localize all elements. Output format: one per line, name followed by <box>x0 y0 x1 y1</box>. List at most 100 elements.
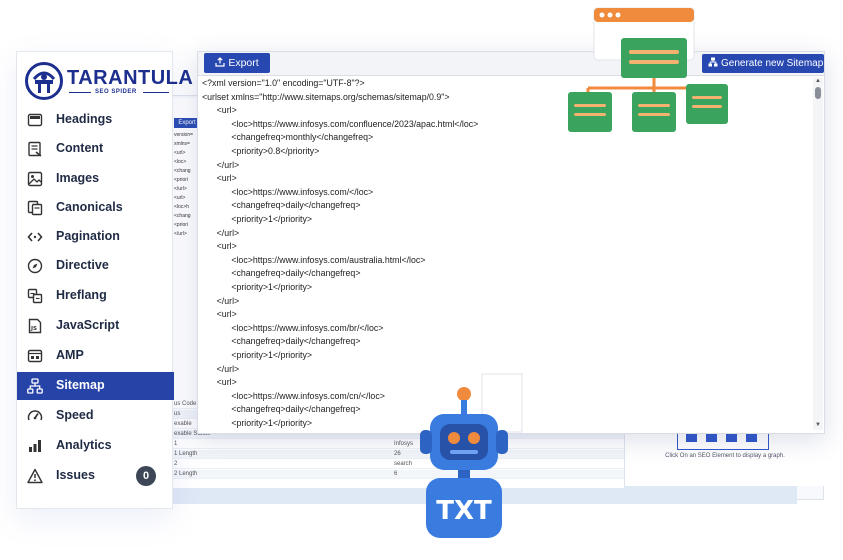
sitemap-xml-code[interactable]: <?xml version="1.0" encoding="UTF-8"?> <u… <box>202 78 812 430</box>
scrollbar-thumb[interactable] <box>815 87 821 99</box>
table-cell: exable <box>174 421 192 427</box>
svg-text:JS: JS <box>30 326 37 332</box>
sidebar-item-label: AMP <box>56 348 84 362</box>
code-line: <loc>https://www.infosys.com/</loc> <box>202 186 374 197</box>
table-cell: 26 <box>394 451 401 457</box>
generate-sitemap-label: Generate new Sitemap <box>721 58 824 69</box>
table-cell: 2 Length <box>174 471 198 477</box>
background-graph-panel: Click On an SEO Element to display a gra… <box>624 430 824 486</box>
speed-icon <box>27 408 43 424</box>
background-code-fragment: <chang <box>174 213 191 219</box>
sidebar-item-content[interactable]: Content <box>17 135 174 163</box>
code-line: <loc>https://www.infosys.com/confluence/… <box>202 118 479 129</box>
background-code-fragment: <priori <box>174 177 189 183</box>
background-code-fragment: <loc> <box>174 159 187 165</box>
sidebar-item-amp[interactable]: AMP <box>17 342 174 370</box>
sidebar-item-label: Images <box>56 171 100 185</box>
sitemap-icon <box>27 378 43 394</box>
graph-bar <box>746 432 757 442</box>
directive-icon <box>27 258 43 274</box>
sidebar-item-label: Hreflang <box>56 288 107 302</box>
spider-logo-icon <box>25 62 63 100</box>
code-line: <priority>0.8</priority> <box>202 146 320 156</box>
background-code-fragment: xmlns= <box>174 141 190 147</box>
table-cell: us Code <box>174 401 197 407</box>
sidebar-item-speed[interactable]: Speed <box>17 402 174 430</box>
code-line: <priority>1</priority> <box>202 282 313 292</box>
code-line: <changefreq>monthly</changefreq> <box>202 132 374 143</box>
table-cell: search <box>394 461 413 467</box>
generate-sitemap-button[interactable]: Generate new Sitemap <box>702 54 824 73</box>
table-row: 2 Length 6 <box>172 470 624 479</box>
code-line: <urlset xmlns="http://www.sitemaps.org/s… <box>202 91 450 102</box>
graph-placeholder <box>677 430 769 450</box>
sidebar-item-images[interactable]: Images <box>17 165 174 193</box>
graph-bar <box>706 432 717 442</box>
sidebar-item-label: Sitemap <box>56 378 105 392</box>
graph-bar <box>686 432 697 442</box>
code-line: <changefreq>daily</changefreq> <box>202 336 361 347</box>
sidebar-item-canonicals[interactable]: Canonicals <box>17 194 174 222</box>
code-line: </url> <box>202 227 240 238</box>
sidebar-item-label: Headings <box>56 112 113 126</box>
issues-count-badge: 0 <box>136 466 156 486</box>
sidebar-item-label: JavaScript <box>56 318 120 332</box>
logo-divider <box>143 92 169 93</box>
code-line: <changefreq>daily</changefreq> <box>202 200 361 211</box>
table-row: exable Status <box>172 430 624 439</box>
code-line: <url> <box>202 173 237 184</box>
content-icon <box>27 141 43 157</box>
sidebar-item-label: Pagination <box>56 229 120 243</box>
sitemap-tree-illustration-icon <box>568 7 728 132</box>
sitemap-icon <box>708 57 718 67</box>
sidebar-item-javascript[interactable]: JS JavaScript <box>17 312 174 340</box>
code-line: <priority>1</priority> <box>202 214 313 224</box>
code-line: <url> <box>202 105 237 116</box>
sidebar-item-issues[interactable]: Issues 0 <box>17 462 174 490</box>
background-code-column: Export version=xmlns=<url><loc><chang<pr… <box>172 98 200 398</box>
logo-subtitle: SEO SPIDER <box>95 89 137 95</box>
sidebar-item-label: Speed <box>56 408 94 422</box>
code-line: <url> <box>202 377 237 388</box>
canonicals-icon <box>27 200 43 216</box>
robots-txt-illustration-icon: TXT <box>420 373 523 538</box>
sidebar-item-pagination[interactable]: Pagination <box>17 223 174 251</box>
code-line: <?xml version="1.0" encoding="UTF-8"?> <box>202 78 365 88</box>
code-line: <loc>https://www.infosys.com/cn/</loc> <box>202 390 385 401</box>
sidebar-item-hreflang[interactable]: Hreflang <box>17 282 174 310</box>
background-code-fragment: <priori <box>174 222 189 228</box>
background-code-fragment: version= <box>174 132 194 138</box>
code-line: <url> <box>202 241 237 252</box>
sidebar-item-directive[interactable]: Directive <box>17 252 174 280</box>
logo-divider <box>69 92 91 93</box>
sitemap-toolbar: Export Generate new Sitemap <box>198 52 824 76</box>
table-cell: exable Status <box>174 431 211 437</box>
table-cell: 6 <box>394 471 398 477</box>
export-icon <box>215 57 225 67</box>
pagination-icon <box>27 229 43 245</box>
sidebar-item-label: Directive <box>56 258 109 272</box>
background-code-fragment: <url> <box>174 195 186 201</box>
code-line: <loc>https://www.infosys.com/br/</loc> <box>202 322 384 333</box>
code-line: </url> <box>202 363 240 374</box>
sidebar-item-sitemap[interactable]: Sitemap <box>17 372 174 400</box>
sidebar-item-analytics[interactable]: Analytics <box>17 432 174 460</box>
sidebar-item-headings[interactable]: Headings <box>17 106 174 134</box>
table-cell: Infosys <box>394 441 414 447</box>
sidebar-item-label: Canonicals <box>56 200 123 214</box>
headings-icon <box>27 112 43 128</box>
images-icon <box>27 171 43 187</box>
scroll-down-arrow-icon[interactable]: ▼ <box>815 422 821 428</box>
warning-icon <box>27 468 43 484</box>
amp-icon <box>27 348 43 364</box>
code-line: </url> <box>202 295 240 306</box>
code-line: <changefreq>daily</changefreq> <box>202 404 361 415</box>
vertical-scrollbar[interactable]: ▲ ▼ <box>813 78 823 430</box>
sidebar-item-label: Issues <box>56 468 95 482</box>
graph-bar <box>726 432 737 442</box>
export-button[interactable]: Export <box>204 53 270 73</box>
code-line: <changefreq>daily</changefreq> <box>202 268 361 279</box>
scroll-up-arrow-icon[interactable]: ▲ <box>815 78 821 84</box>
sidebar-item-label: Analytics <box>56 438 112 452</box>
